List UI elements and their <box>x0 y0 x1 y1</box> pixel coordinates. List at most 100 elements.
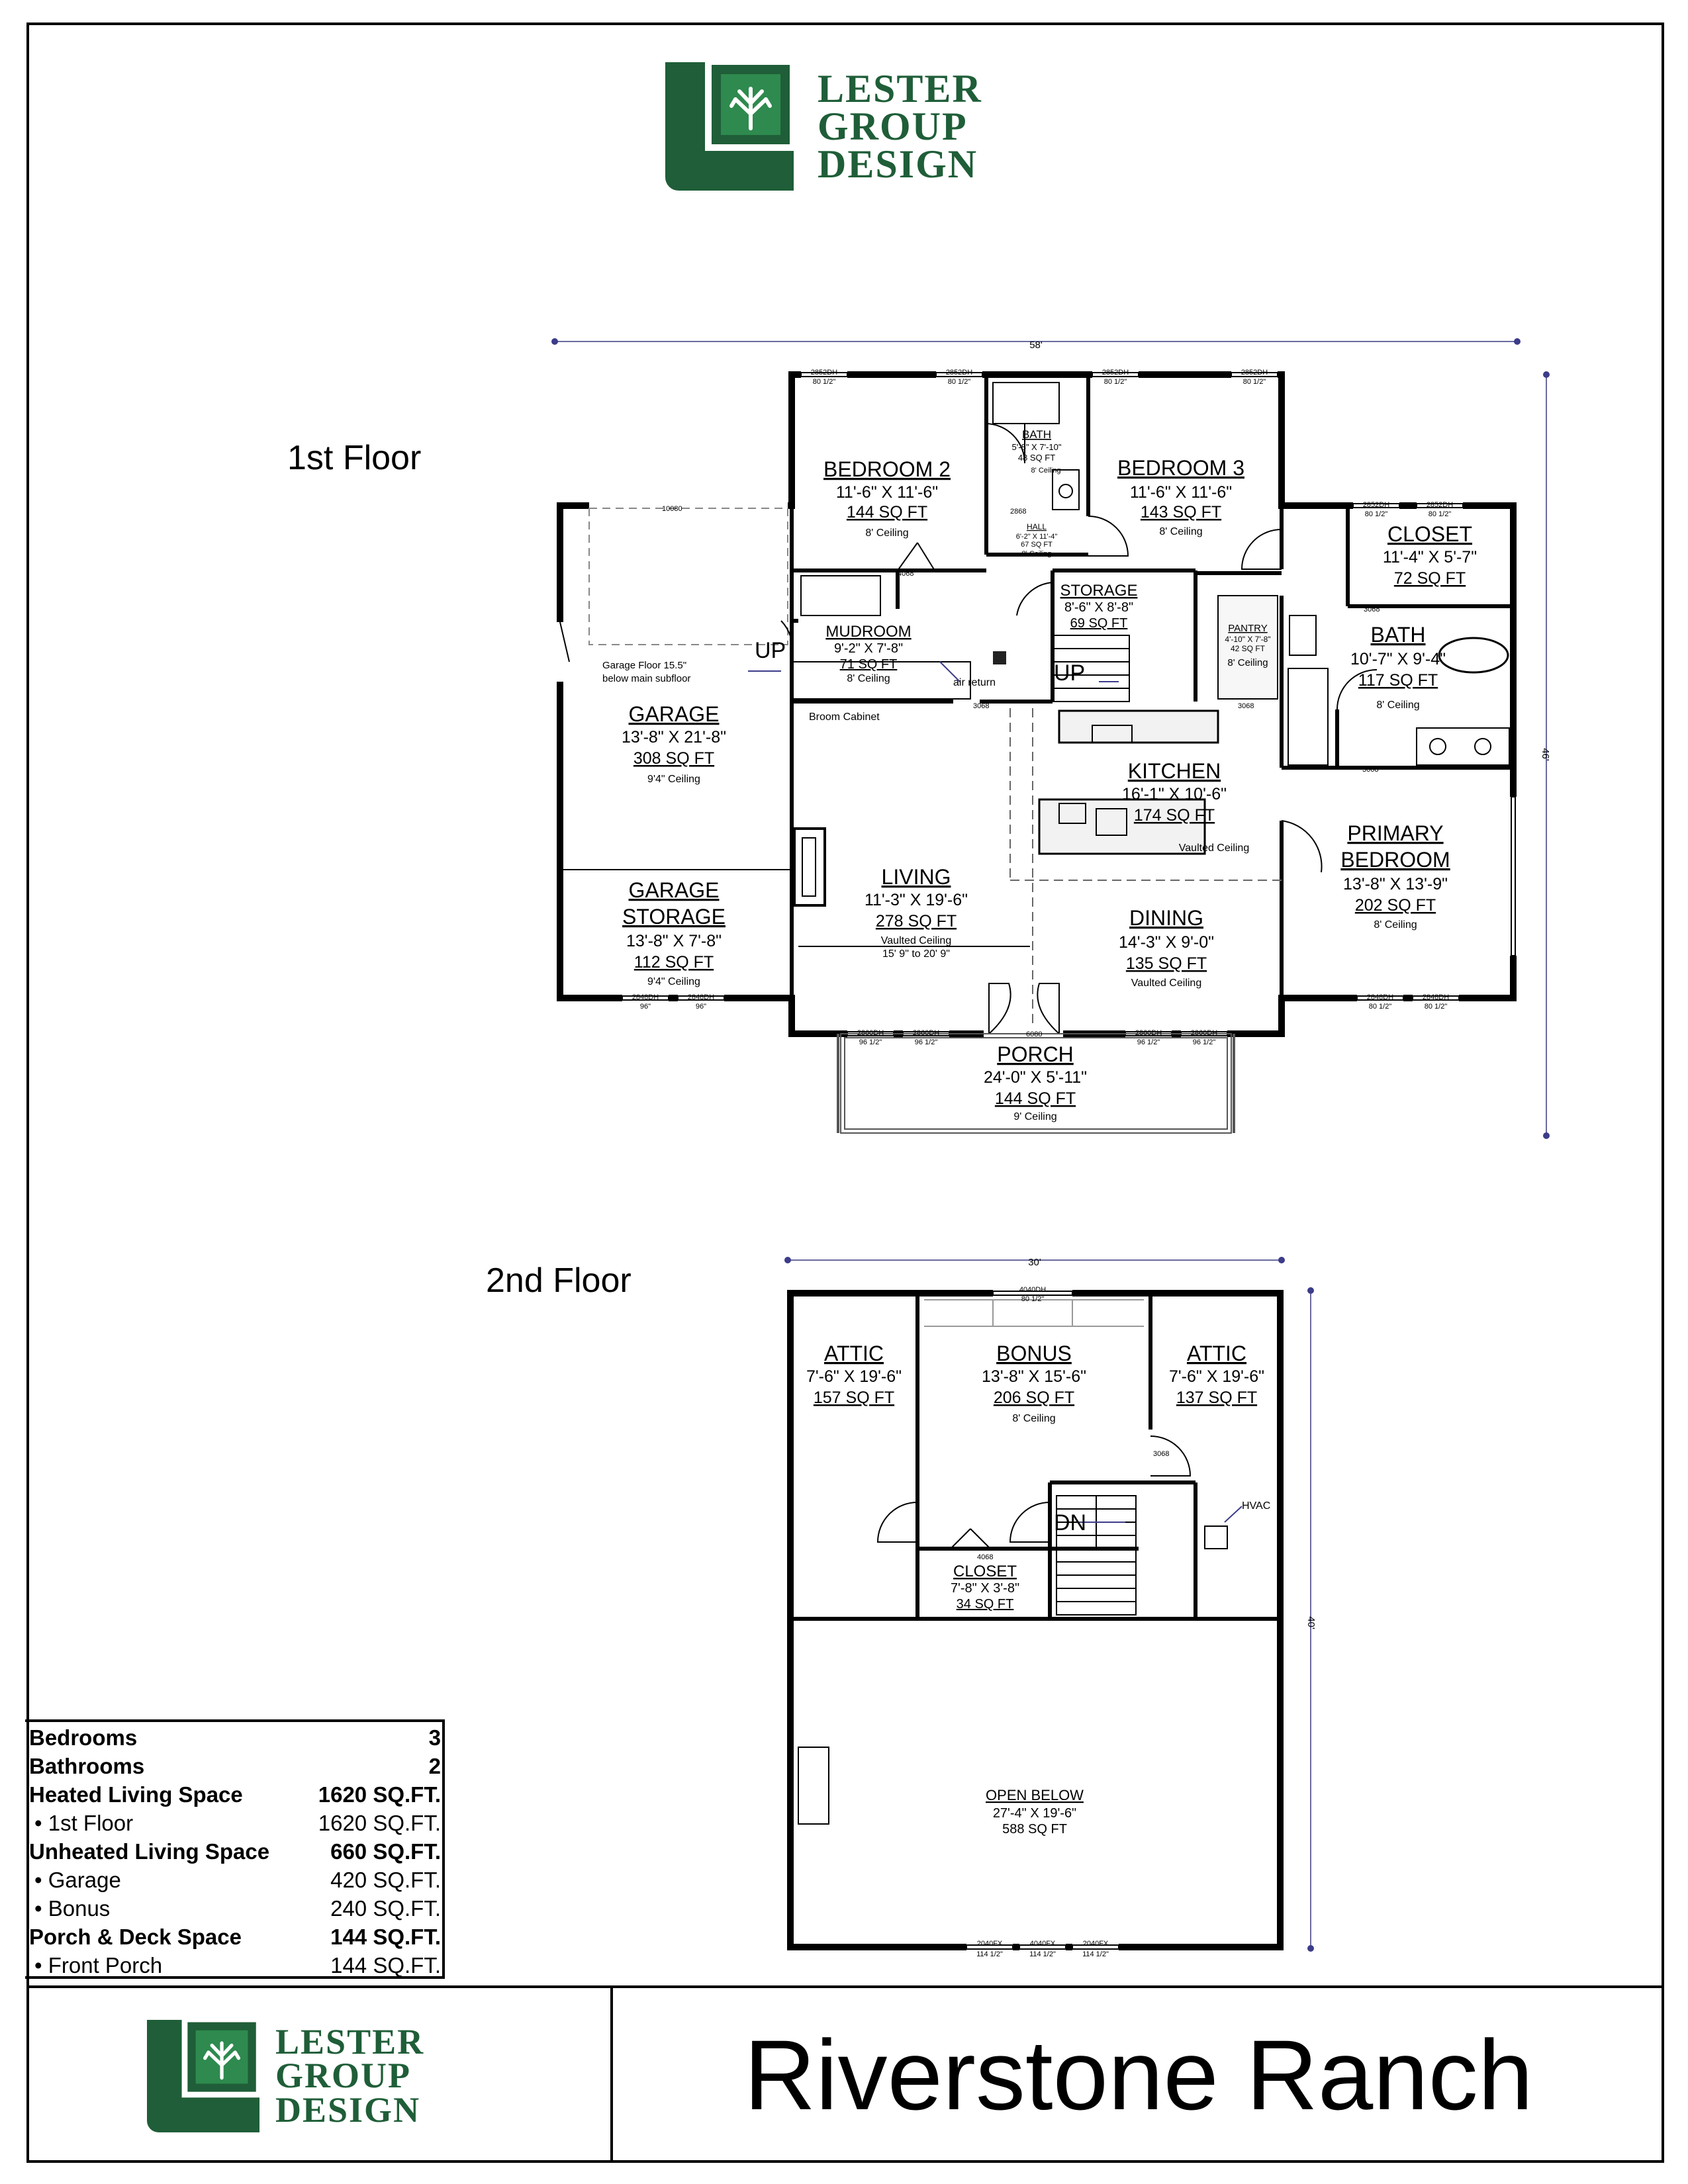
window-tag: 2848DH <box>632 993 659 1001</box>
hall-dims: 6'-2" X 11'-4" <box>1016 533 1058 541</box>
hall-area: 67 SQ FT <box>1021 541 1053 549</box>
dining-area: 135 SQ FT <box>1126 954 1207 973</box>
bonus-dims: 13'-8" X 15'-6" <box>982 1367 1086 1386</box>
window-tag: 96" <box>640 1003 651 1011</box>
window-tag: 2848DH <box>1423 993 1449 1001</box>
garage-area: 308 SQ FT <box>633 749 714 768</box>
closet-dims: 11'-4" X 5'-7" <box>1383 548 1477 567</box>
stat-value: 660 SQ.FT. <box>330 1839 441 1864</box>
window-tag: 96 1/2" <box>1137 1038 1160 1046</box>
attic-left-area: 157 SQ FT <box>814 1388 894 1407</box>
closet-area: 72 SQ FT <box>1394 569 1466 588</box>
window-tag: 114 1/2" <box>1029 1950 1056 1958</box>
porch-name: PORCH <box>997 1042 1074 1066</box>
door-tag: 3068 <box>973 702 989 710</box>
window-tag: 2852DH <box>811 369 837 377</box>
door-tag: 3068 <box>1238 702 1254 710</box>
window-tag: 114 1/2" <box>1082 1950 1109 1958</box>
window-tag: 80 1/2" <box>948 378 971 386</box>
bonus-area: 206 SQ FT <box>994 1388 1074 1407</box>
air-return-note: air return <box>953 677 996 688</box>
second-floor-label: 2nd Floor <box>486 1261 632 1300</box>
stat-value: 144 SQ.FT. <box>330 1924 441 1949</box>
living-area: 278 SQ FT <box>876 912 957 931</box>
window-tag: 80 1/2" <box>1369 1003 1392 1011</box>
pantry-dims: 4'-10" X 7'-8" <box>1225 635 1270 644</box>
living-name: LIVING <box>882 865 951 889</box>
up-label-stairs: UP <box>1054 660 1085 686</box>
hall-bath-name: BATH <box>1022 428 1051 441</box>
mudroom-name: MUDROOM <box>825 623 911 641</box>
sheet-border <box>26 23 1664 2163</box>
door-tag: 3068 <box>1362 766 1378 774</box>
bedroom3-dims: 11'-6" X 11'-6" <box>1130 483 1232 502</box>
garage-storage-area: 112 SQ FT <box>634 953 714 972</box>
storage-name: STORAGE <box>1060 582 1138 600</box>
title-block-divider <box>610 1985 613 2163</box>
window-tag: 2852DH <box>1102 369 1129 377</box>
stat-row: • Garage 420 SQ.FT. <box>29 1866 441 1894</box>
garage-ceiling: 9'4" Ceiling <box>647 774 700 785</box>
window-tag: 96 1/2" <box>915 1038 938 1046</box>
bonus-name: BONUS <box>996 1342 1072 1365</box>
window-tag: 80 1/2" <box>1243 378 1266 386</box>
dining-ceiling: Vaulted Ceiling <box>1131 978 1201 989</box>
title-block-rule <box>26 1985 1664 1988</box>
attic-left-dims: 7'-6" X 19'-6" <box>806 1367 902 1386</box>
dn-label: DN <box>1054 1510 1086 1535</box>
stat-value: 1620 SQ.FT. <box>318 1810 441 1835</box>
window-tag: 2860DH <box>1135 1029 1162 1037</box>
attic-right-area: 137 SQ FT <box>1176 1388 1257 1407</box>
stat-label: Porch & Deck Space <box>29 1924 242 1949</box>
dining-dims: 14'-3" X 9'-0" <box>1119 933 1214 952</box>
bonus-ceiling: 8' Ceiling <box>1012 1413 1055 1424</box>
bedroom2-name: BEDROOM 2 <box>823 457 951 481</box>
stat-label: Heated Living Space <box>29 1782 243 1807</box>
window-tag: 2848DH <box>1367 993 1393 1001</box>
mudroom-area: 71 SQ FT <box>840 657 898 672</box>
pantry-ceiling: 8' Ceiling <box>1227 657 1268 668</box>
primary-bedroom-ceiling: 8' Ceiling <box>1374 919 1417 931</box>
window-tag: 2860DH <box>913 1029 939 1037</box>
hall-ceiling: 8' Ceiling <box>1022 550 1052 558</box>
mudroom-ceiling: 8' Ceiling <box>847 673 890 684</box>
kitchen-dims: 16'-1" X 10'-6" <box>1122 785 1227 803</box>
window-tag: 96 1/2" <box>1193 1038 1216 1046</box>
porch-ceiling: 9' Ceiling <box>1013 1111 1056 1122</box>
porch-outline <box>840 1033 1232 1134</box>
primary-bedroom-dims: 13'-8" X 13'-9" <box>1343 875 1448 893</box>
stat-label: Bedrooms <box>29 1725 138 1750</box>
primary-bedroom-area: 202 SQ FT <box>1355 896 1436 915</box>
up-label-mudroom: UP <box>755 638 786 663</box>
logo-line-2: GROUP <box>275 2056 411 2096</box>
garage-storage-ceiling: 9'4" Ceiling <box>647 976 700 987</box>
window-tag: 2852DH <box>1363 501 1389 509</box>
garage-floor-note-2: below main subfloor <box>602 673 690 684</box>
header-edge-right <box>1662 212 1664 245</box>
window-tag: 80 1/2" <box>1429 510 1452 518</box>
window-tag: 114 1/2" <box>976 1950 1003 1958</box>
dim-depth-label-2: 40' <box>1305 1616 1317 1629</box>
closet-name: CLOSET <box>1387 522 1472 546</box>
bedroom2-area: 144 SQ FT <box>847 503 927 522</box>
stat-label: • Garage <box>34 1867 121 1892</box>
door-tag: 10080 <box>662 505 682 513</box>
dining-name: DINING <box>1129 906 1203 930</box>
window-tag: 80 1/2" <box>813 378 836 386</box>
closet-2-name: CLOSET <box>953 1563 1017 1580</box>
door-tag: 3068 <box>1364 606 1380 614</box>
storage-dims: 8'-6" X 8'-8" <box>1064 600 1133 615</box>
window-tag: 2852DH <box>1241 369 1268 377</box>
closet-2-area: 34 SQ FT <box>957 1597 1014 1612</box>
living-ceiling: Vaulted Ceiling <box>881 935 951 946</box>
garage-name: GARAGE <box>629 702 720 726</box>
stat-value: 420 SQ.FT. <box>330 1867 441 1892</box>
dim-depth-label: 46' <box>1540 748 1551 761</box>
